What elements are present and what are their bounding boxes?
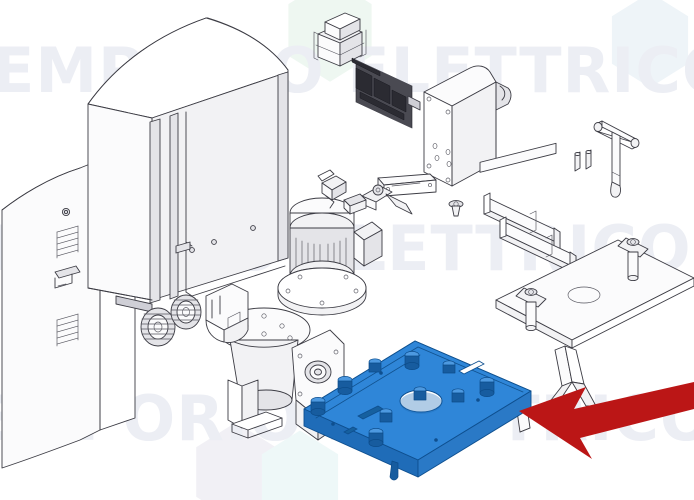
louvre-vent-lower	[56, 313, 79, 347]
part-release-lever	[317, 169, 413, 215]
part-plate-screw	[448, 200, 464, 217]
hexagon-shape	[261, 430, 339, 500]
part-gear-cover	[205, 283, 249, 343]
part-control-board	[351, 57, 421, 129]
part-electric-motor	[277, 197, 383, 316]
anchor-stud	[617, 237, 649, 282]
part-cabinet-body	[87, 17, 289, 316]
louvre-vent-upper	[56, 225, 79, 259]
part-base-mounting-plate[interactable]	[303, 340, 532, 481]
part-rack-strips	[479, 142, 577, 275]
part-pinion-gears	[140, 294, 202, 347]
red-indicator-arrow	[519, 382, 694, 459]
hexagon-shape	[196, 422, 276, 500]
hexagon-shape	[611, 0, 689, 88]
plate-bosses	[310, 351, 495, 447]
part-control-box	[377, 65, 512, 217]
part-release-key	[593, 120, 640, 198]
part-transformer	[313, 12, 367, 67]
part-dowel-pins	[574, 149, 592, 172]
anchor-stud	[515, 287, 547, 332]
